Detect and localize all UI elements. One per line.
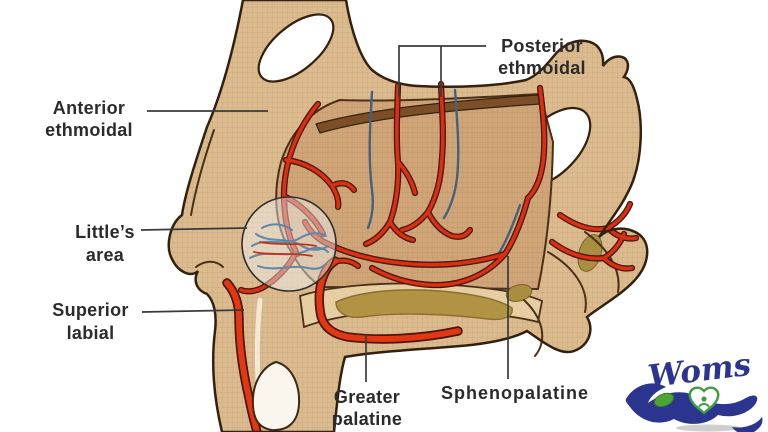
posterior-structures	[505, 231, 620, 357]
logo-leaf-icon	[653, 392, 675, 408]
label-greater-palatine: Greater palatine	[322, 386, 412, 430]
label-text: Superior	[52, 300, 129, 320]
label-littles-area: Little’s area	[55, 221, 155, 267]
label-text: Greater	[333, 387, 401, 407]
leader-lines	[140, 45, 509, 382]
label-text: Anterior	[52, 98, 126, 118]
logo-brand-text: Woms	[646, 347, 753, 395]
label-text: area	[85, 245, 125, 265]
label-text: ethmoidal	[45, 120, 133, 140]
label-text: palatine	[331, 409, 403, 429]
label-text: Sphenopalatine	[441, 383, 590, 403]
woms-logo: Woms	[612, 343, 768, 432]
label-posterior-ethmoidal: Posterior ethmoidal	[487, 35, 597, 79]
label-text: labial	[66, 323, 115, 343]
label-sphenopalatine: Sphenopalatine	[441, 382, 601, 404]
label-text: Little’s	[75, 222, 135, 242]
frontal-sinus	[257, 13, 335, 83]
logo-swoosh	[625, 383, 763, 432]
palate-marrow	[335, 289, 513, 321]
tooth	[251, 360, 301, 432]
logo-heart-icon	[688, 386, 720, 415]
littles-area-circle	[241, 196, 337, 292]
label-text: ethmoidal	[498, 58, 586, 78]
label-anterior-ethmoidal: Anterior ethmoidal	[33, 97, 145, 141]
logo-shadow	[676, 424, 740, 432]
label-superior-labial: Superior labial	[38, 299, 143, 345]
hard-palate	[299, 282, 544, 329]
label-text: Posterior	[501, 36, 583, 56]
